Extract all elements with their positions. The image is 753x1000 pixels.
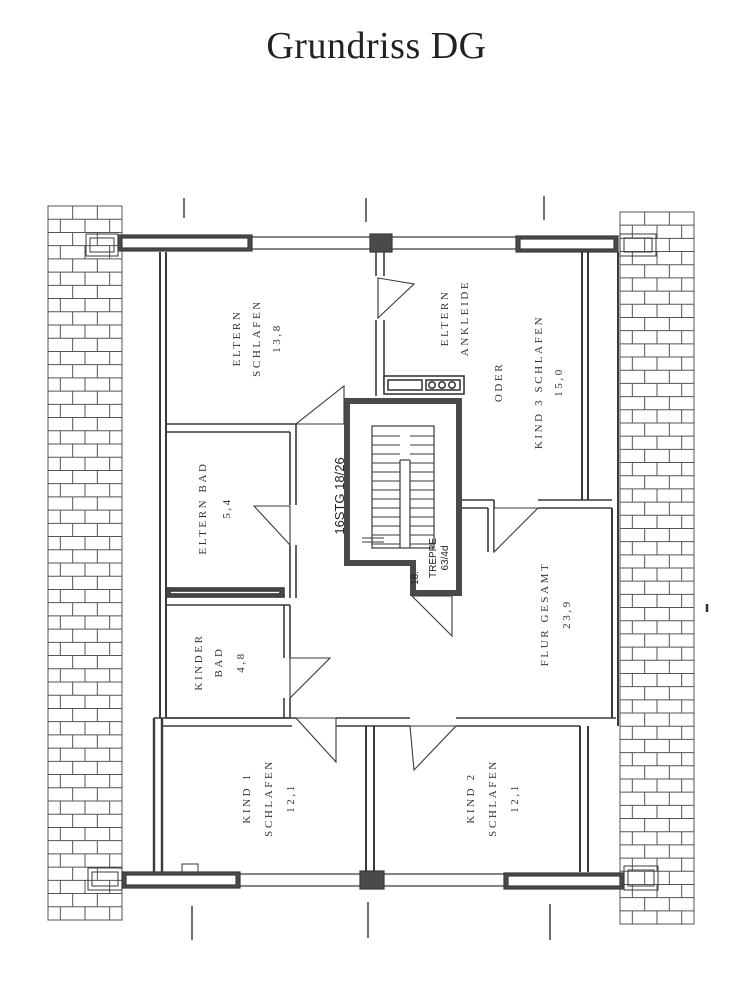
- room-kind2-area: 12,1: [509, 783, 521, 813]
- stair-dim-label: 63/4d: [440, 545, 451, 570]
- room-kind3-area: 15,0: [553, 367, 565, 397]
- room-kind3-name: KIND 3 SCHLAFEN: [533, 315, 545, 449]
- roof-tiles-left: [47, 205, 123, 921]
- room-kind1-area: 12,1: [285, 783, 297, 813]
- roof-tiles-right: [619, 211, 695, 925]
- stair-treppe-label: TREPPE: [428, 538, 439, 578]
- stairwell: [344, 398, 462, 596]
- door-swings: [252, 277, 540, 772]
- stair-count-label: 18.: [410, 571, 421, 585]
- room-kind2-name2: SCHLAFEN: [487, 759, 499, 837]
- room-eltern-ankleide-name2: ANKLEIDE: [459, 280, 471, 356]
- room-kinder-bad-name: KINDER: [193, 633, 205, 690]
- room-eltern-ankleide-name: ELTERN: [439, 290, 451, 347]
- room-kinder-bad-area: 4,8: [235, 651, 247, 673]
- room-ankleide-or: ODER: [493, 362, 505, 402]
- room-eltern-schlafen-name2: SCHLAFEN: [251, 299, 263, 377]
- room-eltern-schlafen-name: ELTERN: [231, 310, 243, 367]
- page-title: Grundriss DG: [266, 25, 487, 67]
- room-kind1-name2: SCHLAFEN: [263, 759, 275, 837]
- room-eltern-schlafen-area: 13,8: [271, 323, 283, 353]
- stair-steps-label: 16STG 18/26: [332, 457, 347, 534]
- room-flur-name: FLUR GESAMT: [539, 562, 551, 667]
- window-reveals: [85, 233, 659, 891]
- outer-walls: [117, 233, 625, 890]
- room-flur-area: 23,9: [561, 599, 573, 629]
- room-kind1-name: KIND 1: [241, 772, 253, 823]
- axis-ticks: [183, 196, 709, 940]
- room-eltern-bad-area: 5,4: [221, 497, 233, 519]
- room-eltern-bad-name: ELTERN BAD: [197, 461, 209, 554]
- room-kinder-bad-name2: BAD: [213, 646, 225, 677]
- room-kind2-name: KIND 2: [465, 772, 477, 823]
